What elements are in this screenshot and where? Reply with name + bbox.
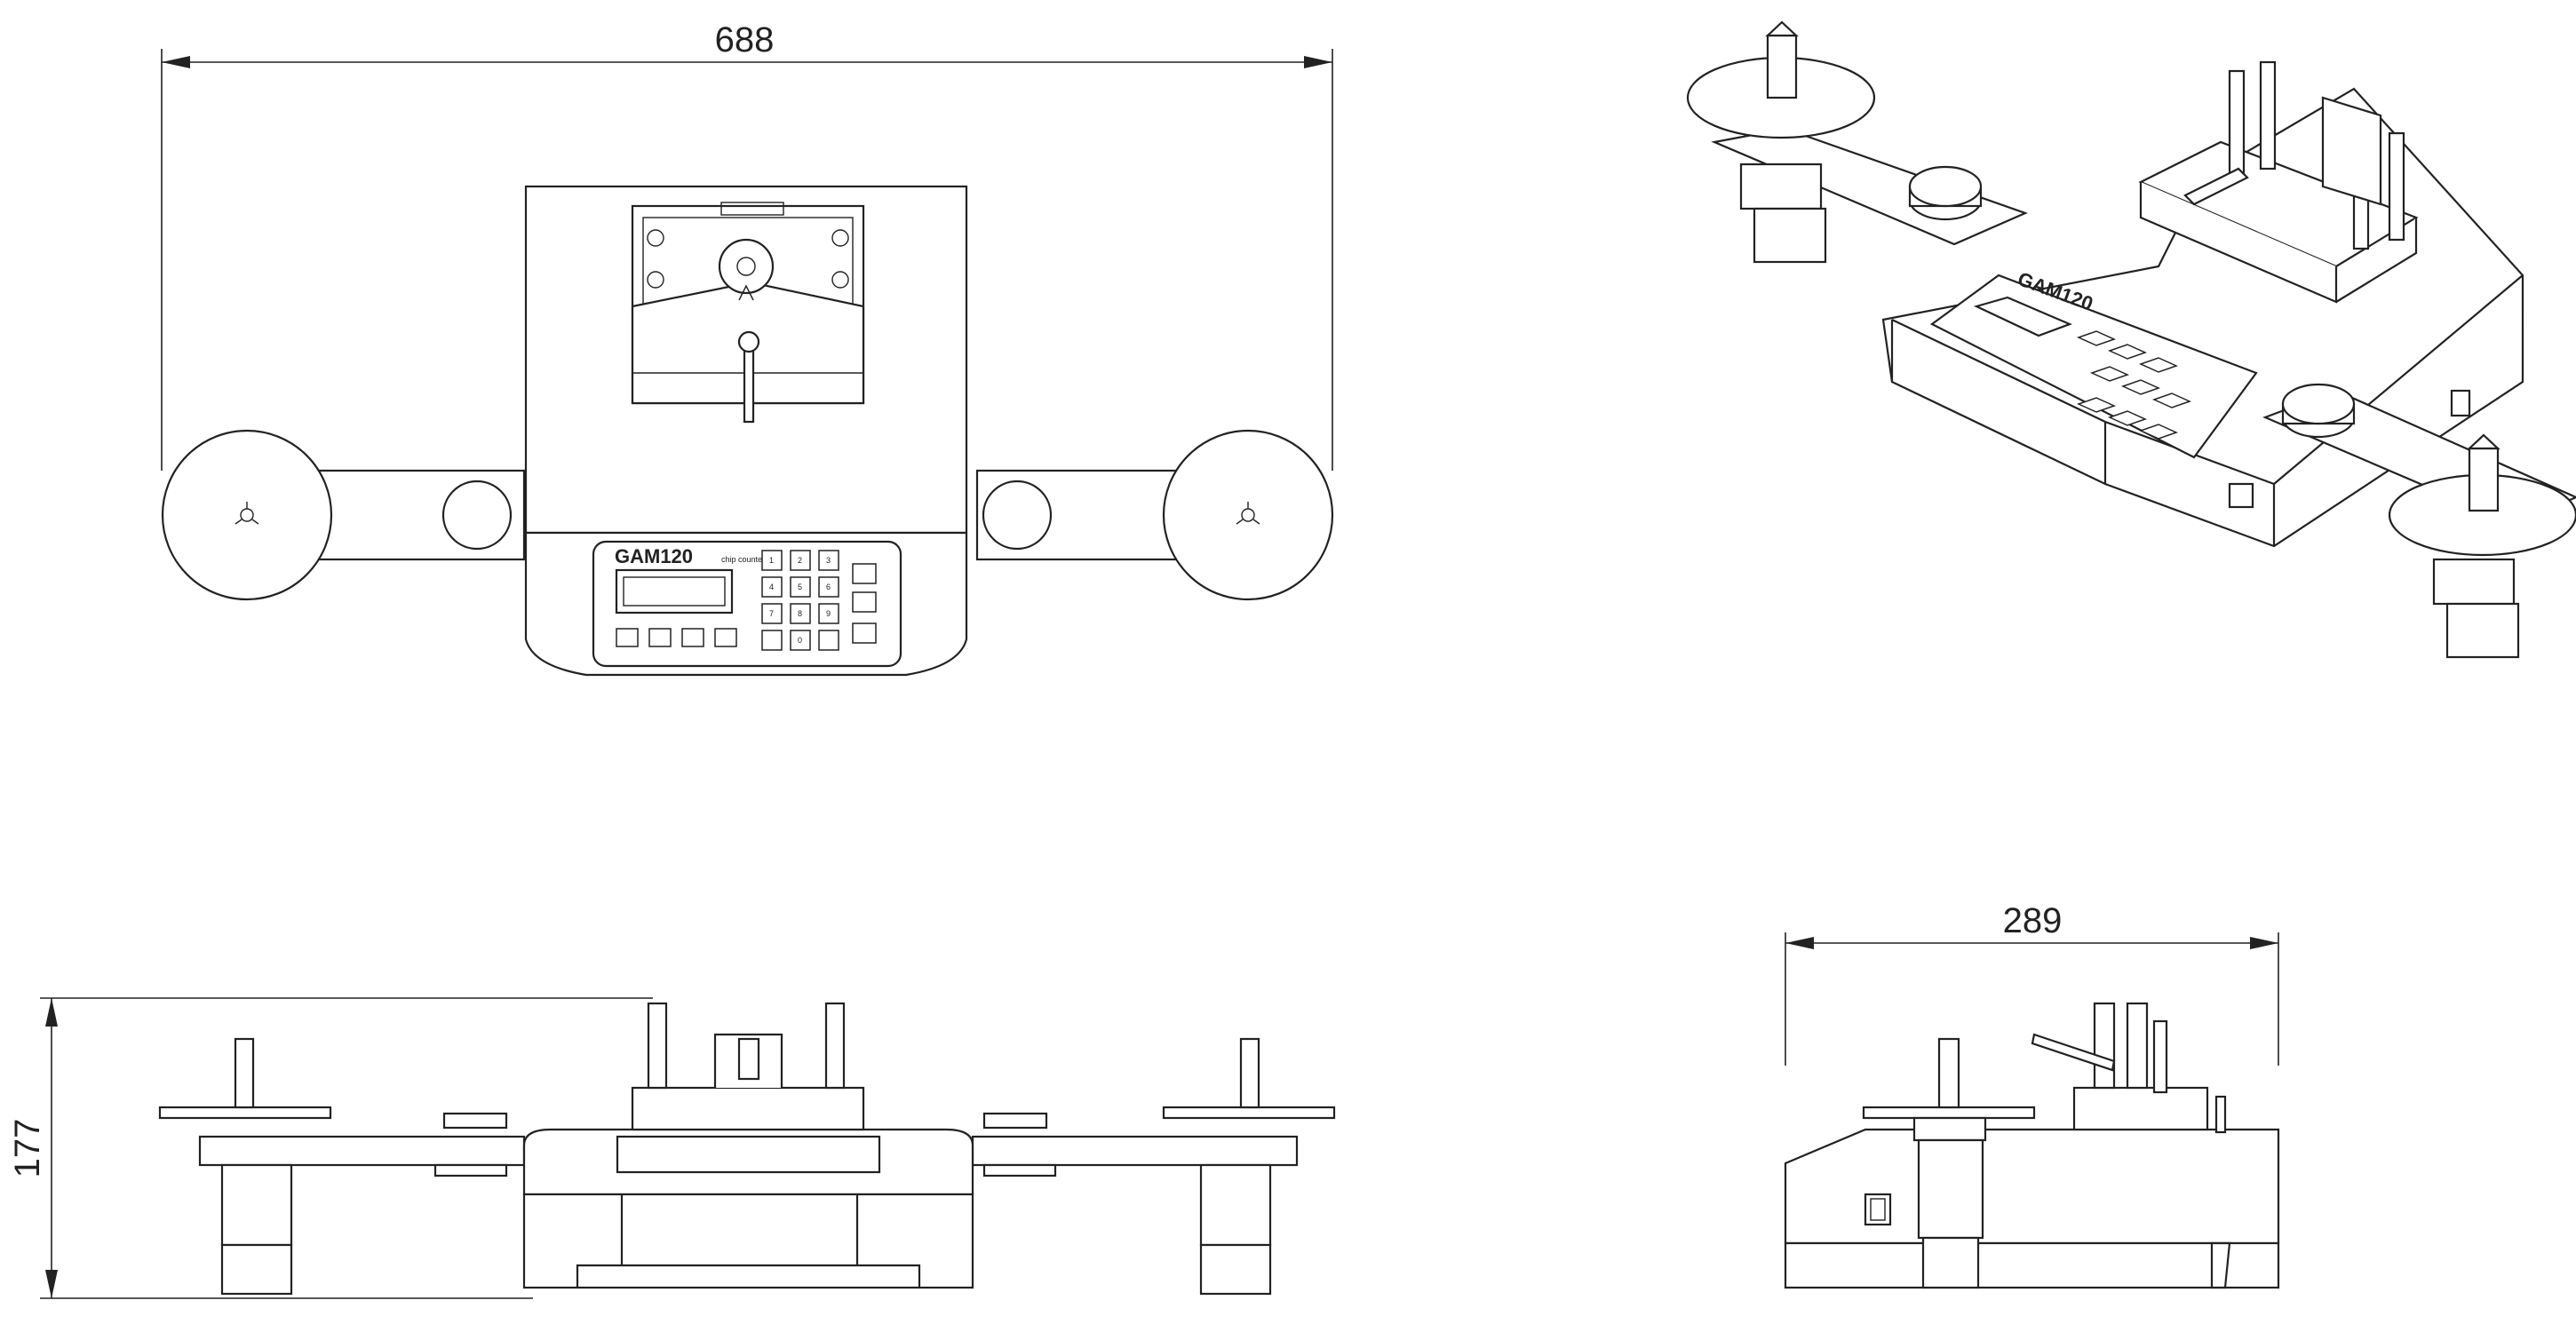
front-view: 177 xyxy=(8,997,1336,1299)
panel-brand: GAM120 xyxy=(615,545,693,567)
keypad-label-7: 7 xyxy=(769,609,774,618)
panel-subtitle: chip counter xyxy=(721,555,765,564)
key-5[interactable] xyxy=(790,576,811,598)
keypad-label-9: 9 xyxy=(826,609,831,618)
key-6[interactable] xyxy=(818,576,839,598)
height-dimension: 177 xyxy=(8,997,653,1299)
width-dimension: 688 xyxy=(161,20,1333,471)
keypad-label-6: 6 xyxy=(826,583,831,591)
keypad-label-3: 3 xyxy=(826,556,831,565)
key-8[interactable] xyxy=(790,603,811,624)
key-2[interactable] xyxy=(790,550,811,571)
key-9[interactable] xyxy=(818,603,839,624)
side-view: 289 xyxy=(1784,901,2280,1289)
side-main-body xyxy=(1784,1128,2280,1245)
height-label: 177 xyxy=(8,1119,47,1178)
depth-dimension: 289 xyxy=(1785,901,2279,1066)
right-knob xyxy=(982,480,1053,551)
top-view: 688 GAM120 chip xyxy=(161,20,1334,677)
lcd-display xyxy=(615,568,734,614)
key-7[interactable] xyxy=(761,603,783,624)
key-4[interactable] xyxy=(761,576,783,598)
key-3[interactable] xyxy=(818,550,839,571)
left-knob xyxy=(441,480,513,551)
keypad-label-4: 4 xyxy=(769,583,774,591)
right-reel xyxy=(1162,429,1334,601)
keypad: 1 2 3 4 5 6 7 8 9 0 xyxy=(761,550,877,651)
depth-label: 289 xyxy=(2003,901,2063,940)
keypad-label-5: 5 xyxy=(798,583,802,591)
width-label: 688 xyxy=(715,20,775,59)
isometric-view: GAM120 xyxy=(1686,20,2576,659)
key-0[interactable] xyxy=(790,630,811,651)
keypad-label-8: 8 xyxy=(798,609,802,618)
keypad-label-0: 0 xyxy=(798,636,802,645)
key-1[interactable] xyxy=(761,550,783,571)
keypad-label-1: 1 xyxy=(769,556,774,565)
keypad-label-2: 2 xyxy=(798,556,802,565)
left-reel xyxy=(161,429,333,601)
